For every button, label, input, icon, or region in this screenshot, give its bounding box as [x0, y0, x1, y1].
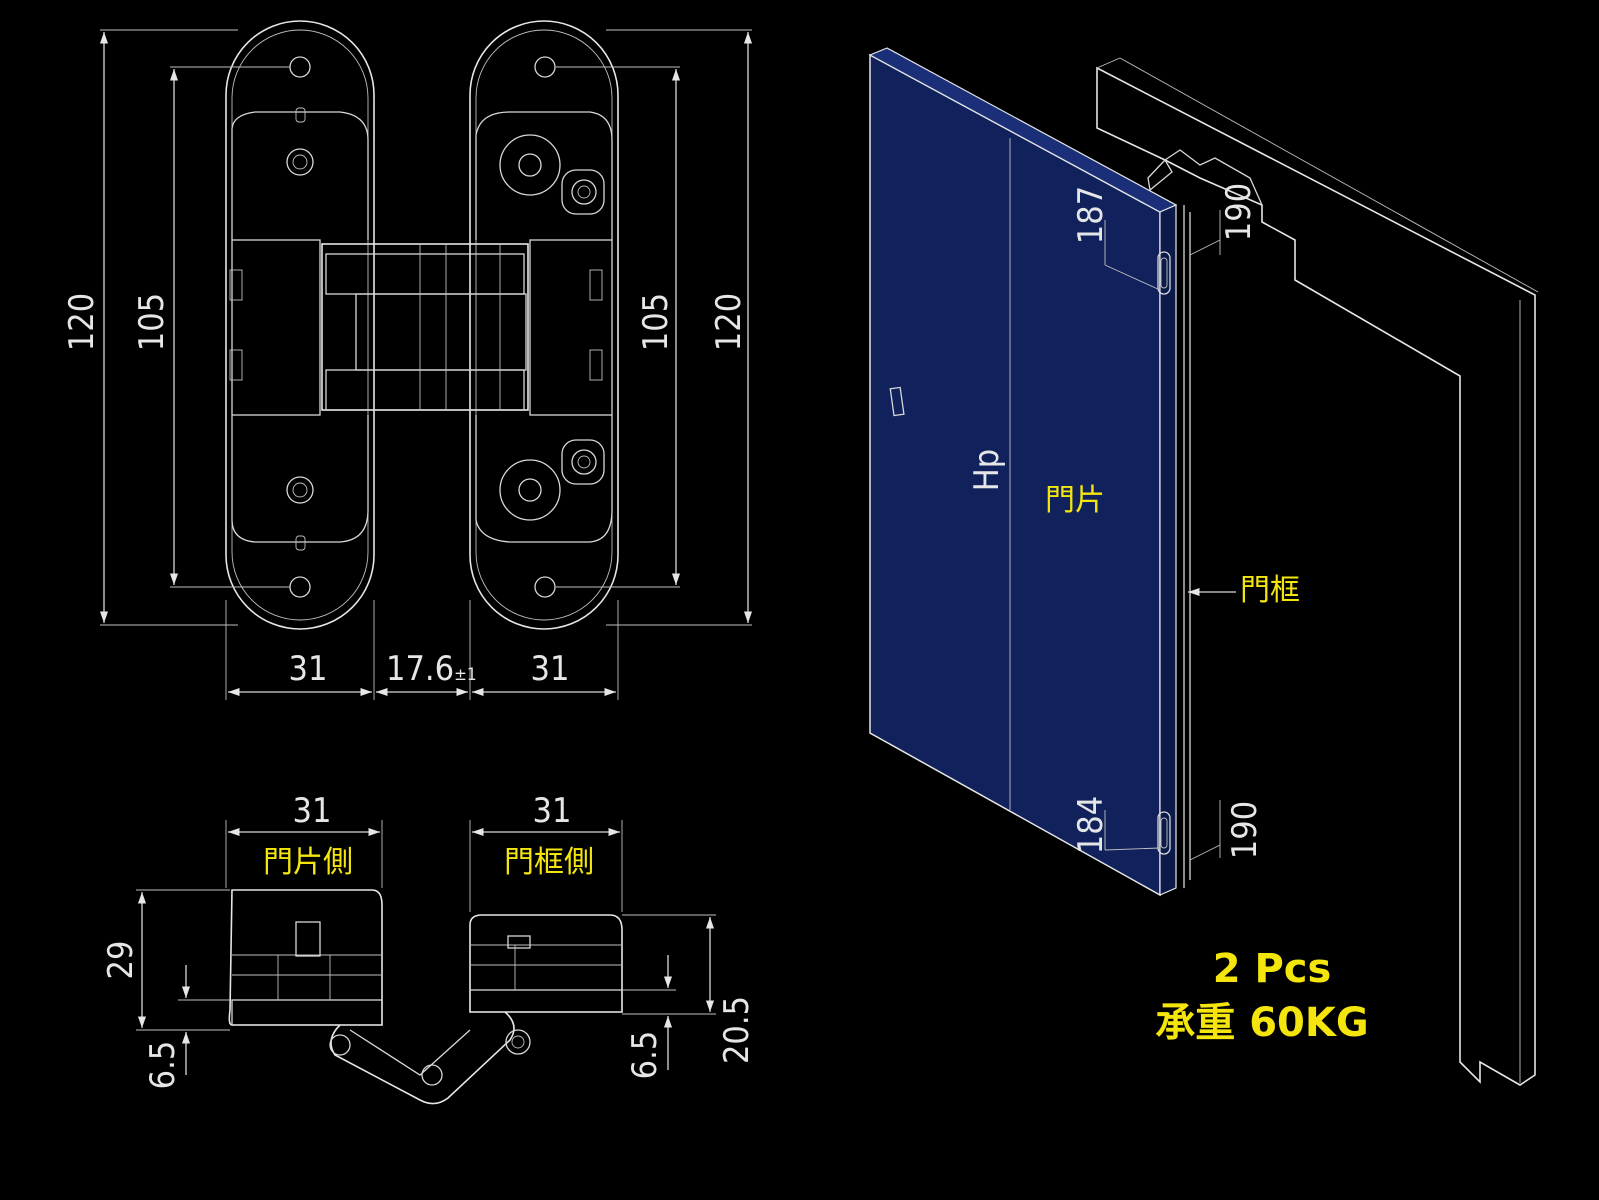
overall-height-right: 120: [709, 293, 749, 351]
door-frame-view: 187 190 184 190 Hp 門片 門框 2 Pcs 承重 60KG: [868, 47, 1539, 1086]
side-offset-left: 6.5: [143, 1041, 183, 1090]
gap-value: 17.6: [386, 649, 454, 689]
door-label: 門片: [1045, 483, 1105, 518]
frame-label: 門框: [1240, 573, 1300, 608]
side-height-left: 29: [101, 941, 141, 980]
hinge-front-view: 120 105 105 120 31 17.6±1 31: [62, 20, 753, 700]
hole-spacing-left: 105: [132, 293, 172, 351]
load-label: 承重 60KG: [1155, 1000, 1368, 1046]
gap-width: 17.6±1: [386, 649, 477, 689]
door-height-label: Hp: [967, 449, 1007, 491]
side-height-right: 20.5: [717, 996, 757, 1064]
quantity-label: 2 Pcs: [1213, 946, 1332, 992]
leaf-width-left: 31: [289, 649, 328, 689]
side-offset-right: 6.5: [625, 1031, 665, 1080]
gap-tolerance: ±1: [454, 665, 477, 685]
top-frame-offset: 190: [1219, 183, 1259, 241]
door-side-label: 門片側: [263, 845, 353, 880]
side-width-right: 31: [533, 791, 572, 831]
overall-height-left: 120: [62, 293, 102, 351]
leaf-width-right: 31: [531, 649, 570, 689]
frame-side-label: 門框側: [504, 845, 594, 880]
hole-spacing-right: 105: [636, 293, 676, 351]
hinge-side-view: 31 31 門片側 門框側 29 6.5 6.5 20.5: [101, 791, 757, 1105]
door-frame: [1096, 66, 1536, 1086]
top-door-offset: 187: [1071, 186, 1111, 244]
bottom-frame-offset: 190: [1225, 801, 1265, 859]
bottom-door-offset: 184: [1071, 796, 1111, 854]
side-width-left: 31: [293, 791, 332, 831]
